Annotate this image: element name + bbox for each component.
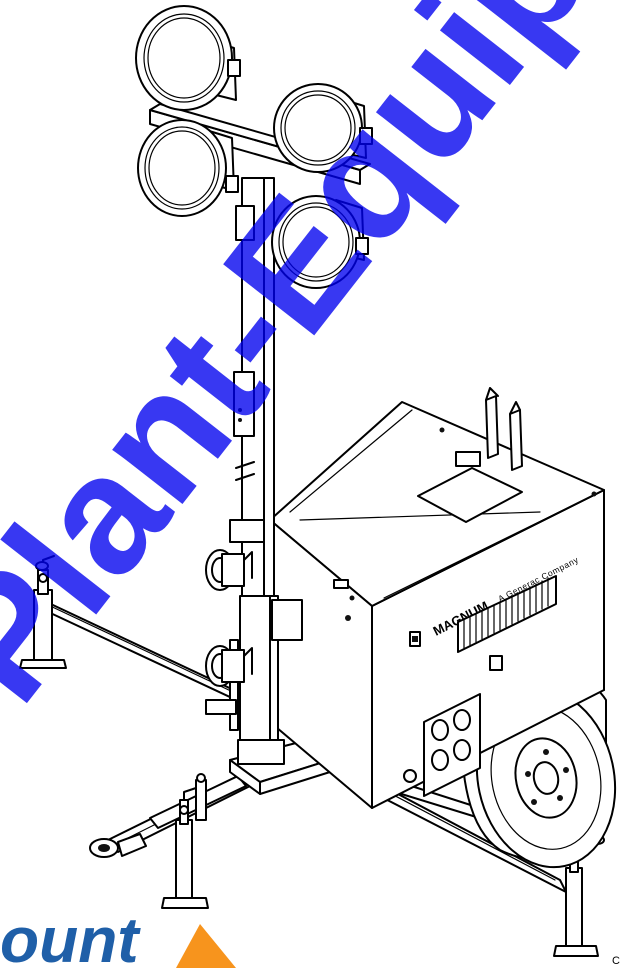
jack-front xyxy=(161,787,209,909)
jack-left xyxy=(19,555,67,669)
control-panel xyxy=(403,655,503,797)
louvre-grille xyxy=(457,575,557,653)
generator-housing: MAGNUM A Generac Company xyxy=(269,387,605,809)
jack-front-mid xyxy=(195,773,207,821)
lamp-head-top-right xyxy=(273,83,373,173)
logo-text: ount xyxy=(0,904,141,968)
lamp-head-top-left xyxy=(135,5,241,111)
lamp-head-bottom-left xyxy=(137,119,239,217)
lamp-head-bottom-right xyxy=(271,195,369,289)
logo-triangle-icon xyxy=(176,924,236,968)
company-logo: ount xyxy=(0,904,236,973)
corner-mark: C xyxy=(612,955,620,967)
winch-upper xyxy=(205,549,253,591)
tow-hitch xyxy=(89,833,147,858)
winch-lower xyxy=(205,645,253,715)
mast xyxy=(229,177,303,765)
